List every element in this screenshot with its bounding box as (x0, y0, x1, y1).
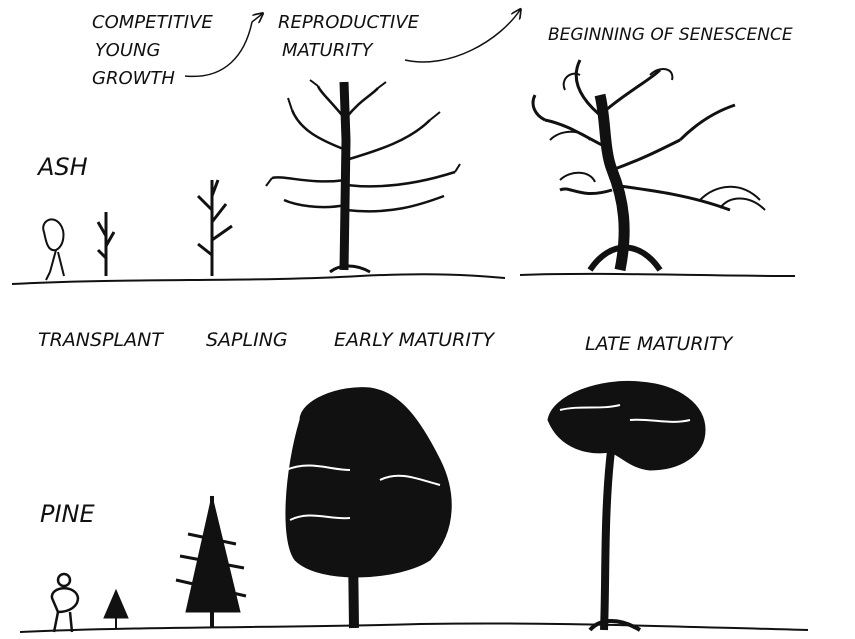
arrow-growth-to-maturity (184, 14, 262, 78)
ash-ground-line (11, 272, 796, 285)
label-growth: GROWTH (92, 68, 175, 89)
label-reproductive-maturity: REPRODUCTIVE MATURITY (278, 12, 420, 61)
label-pine: PINE (40, 500, 96, 528)
label-late-maturity: LATE MATURITY (585, 333, 734, 355)
label-competitive: COMPETITIVE (92, 12, 213, 33)
label-sapling: SAPLING (206, 329, 288, 351)
label-early-maturity: EARLY MATURITY (334, 329, 496, 351)
label-reproductive: REPRODUCTIVE (278, 12, 420, 33)
label-competitive-young-growth: COMPETITIVE YOUNG GROWTH (92, 12, 213, 89)
label-transplant: TRANSPLANT (38, 329, 164, 351)
pine-transplant-tree (103, 588, 129, 628)
arrow-maturity-to-senescence (404, 10, 520, 63)
pine-ground-line (19, 622, 809, 633)
label-ash: ASH (36, 153, 88, 181)
pine-person-figure (50, 572, 80, 633)
ash-sapling-tree (196, 179, 233, 276)
pine-late-maturity-tree (547, 380, 706, 632)
ash-person-figure (42, 218, 65, 281)
ash-early-maturity-tree (265, 79, 461, 274)
ash-late-maturity-tree (531, 59, 766, 272)
pine-early-maturity-tree (285, 387, 452, 629)
label-maturity: MATURITY (282, 40, 375, 61)
pine-sapling-tree (175, 495, 247, 628)
label-beginning-of-senescence: BEGINNING OF SENESCENCE (548, 25, 793, 45)
ash-transplant-tree (96, 212, 116, 276)
label-young: YOUNG (95, 40, 160, 61)
